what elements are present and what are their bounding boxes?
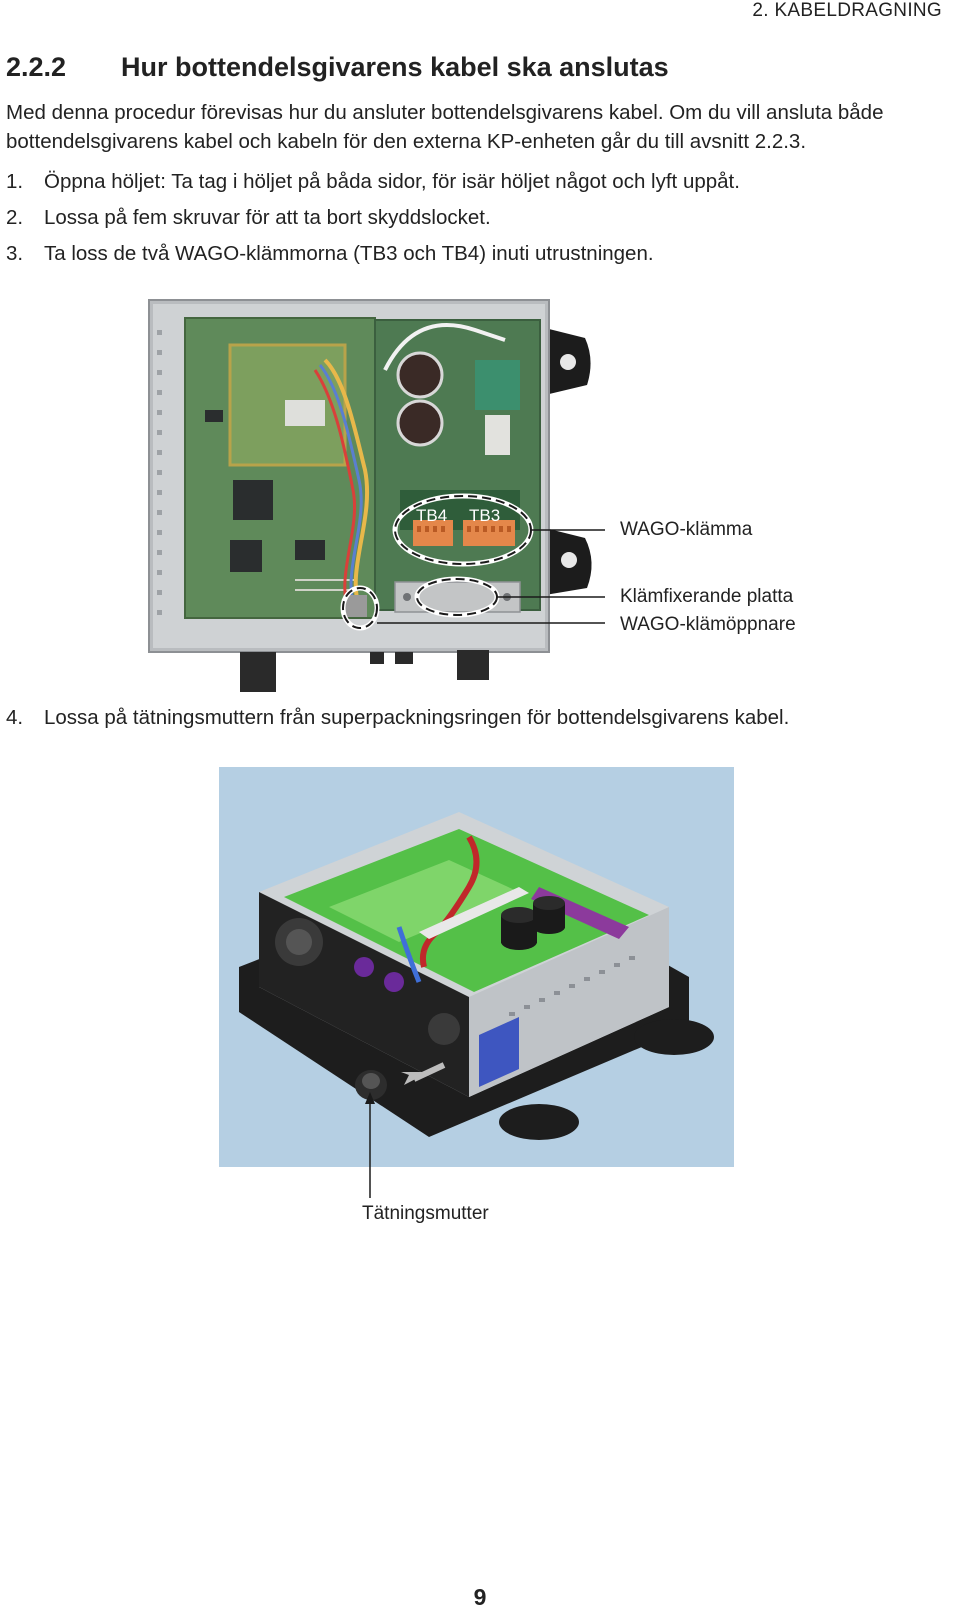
page-number: 9 [473, 1584, 487, 1610]
step-text: Lossa på fem skruvar för att ta bort sky… [44, 206, 491, 229]
section-number: 2.2.2 [6, 52, 67, 82]
tb3-label: TB3 [469, 506, 501, 525]
step-number: 4. [6, 706, 24, 729]
step-3: 3. Ta loss de två WAGO-klämmorna (TB3 och… [6, 242, 654, 266]
step-text: Ta loss de två WAGO-klämmorna (TB3 och T… [44, 242, 654, 265]
section-title-text: Hur bottendelsgivarens kabel ska ansluta… [121, 52, 669, 82]
3d-unit-illustration [239, 812, 714, 1140]
step-number: 3. [6, 242, 24, 265]
section-title: 2.2.2 Hur bottendelsgivarens kabel ska an… [6, 52, 669, 83]
step-4: 4. Lossa på tätningsmuttern från superpac… [6, 706, 789, 730]
step-text: Lossa på tätningsmuttern från superpackn… [44, 706, 790, 729]
step-text: Öppna höljet: Ta tag i höljet på båda si… [44, 170, 740, 193]
seal-nut-arrow [365, 1092, 375, 1198]
step-number: 2. [6, 206, 24, 229]
callout-clamp-plate: Klämfixerande platta [620, 586, 794, 607]
figure-3d-unit [219, 767, 734, 1167]
intro-paragraph: Med denna procedur förevisas hur du ansl… [6, 101, 884, 153]
callout-seal-nut: Tätningsmutter [362, 1203, 489, 1224]
tb4-label: TB4 [416, 506, 448, 525]
callout-wago-clamp: WAGO-klämma [620, 519, 753, 540]
step-2: 2. Lossa på fem skruvar för att ta bort s… [6, 206, 491, 230]
step-1: 1. Öppna höljet: Ta tag i höljet på båda … [6, 170, 740, 194]
running-head: 2. KABELDRAGNING [752, 0, 942, 21]
open-unit-illustration [148, 299, 605, 692]
step-number: 1. [6, 170, 24, 193]
callout-wago-opener: WAGO-klämöppnare [620, 614, 796, 635]
figure-open-unit: TB4 TB3 [145, 290, 605, 710]
